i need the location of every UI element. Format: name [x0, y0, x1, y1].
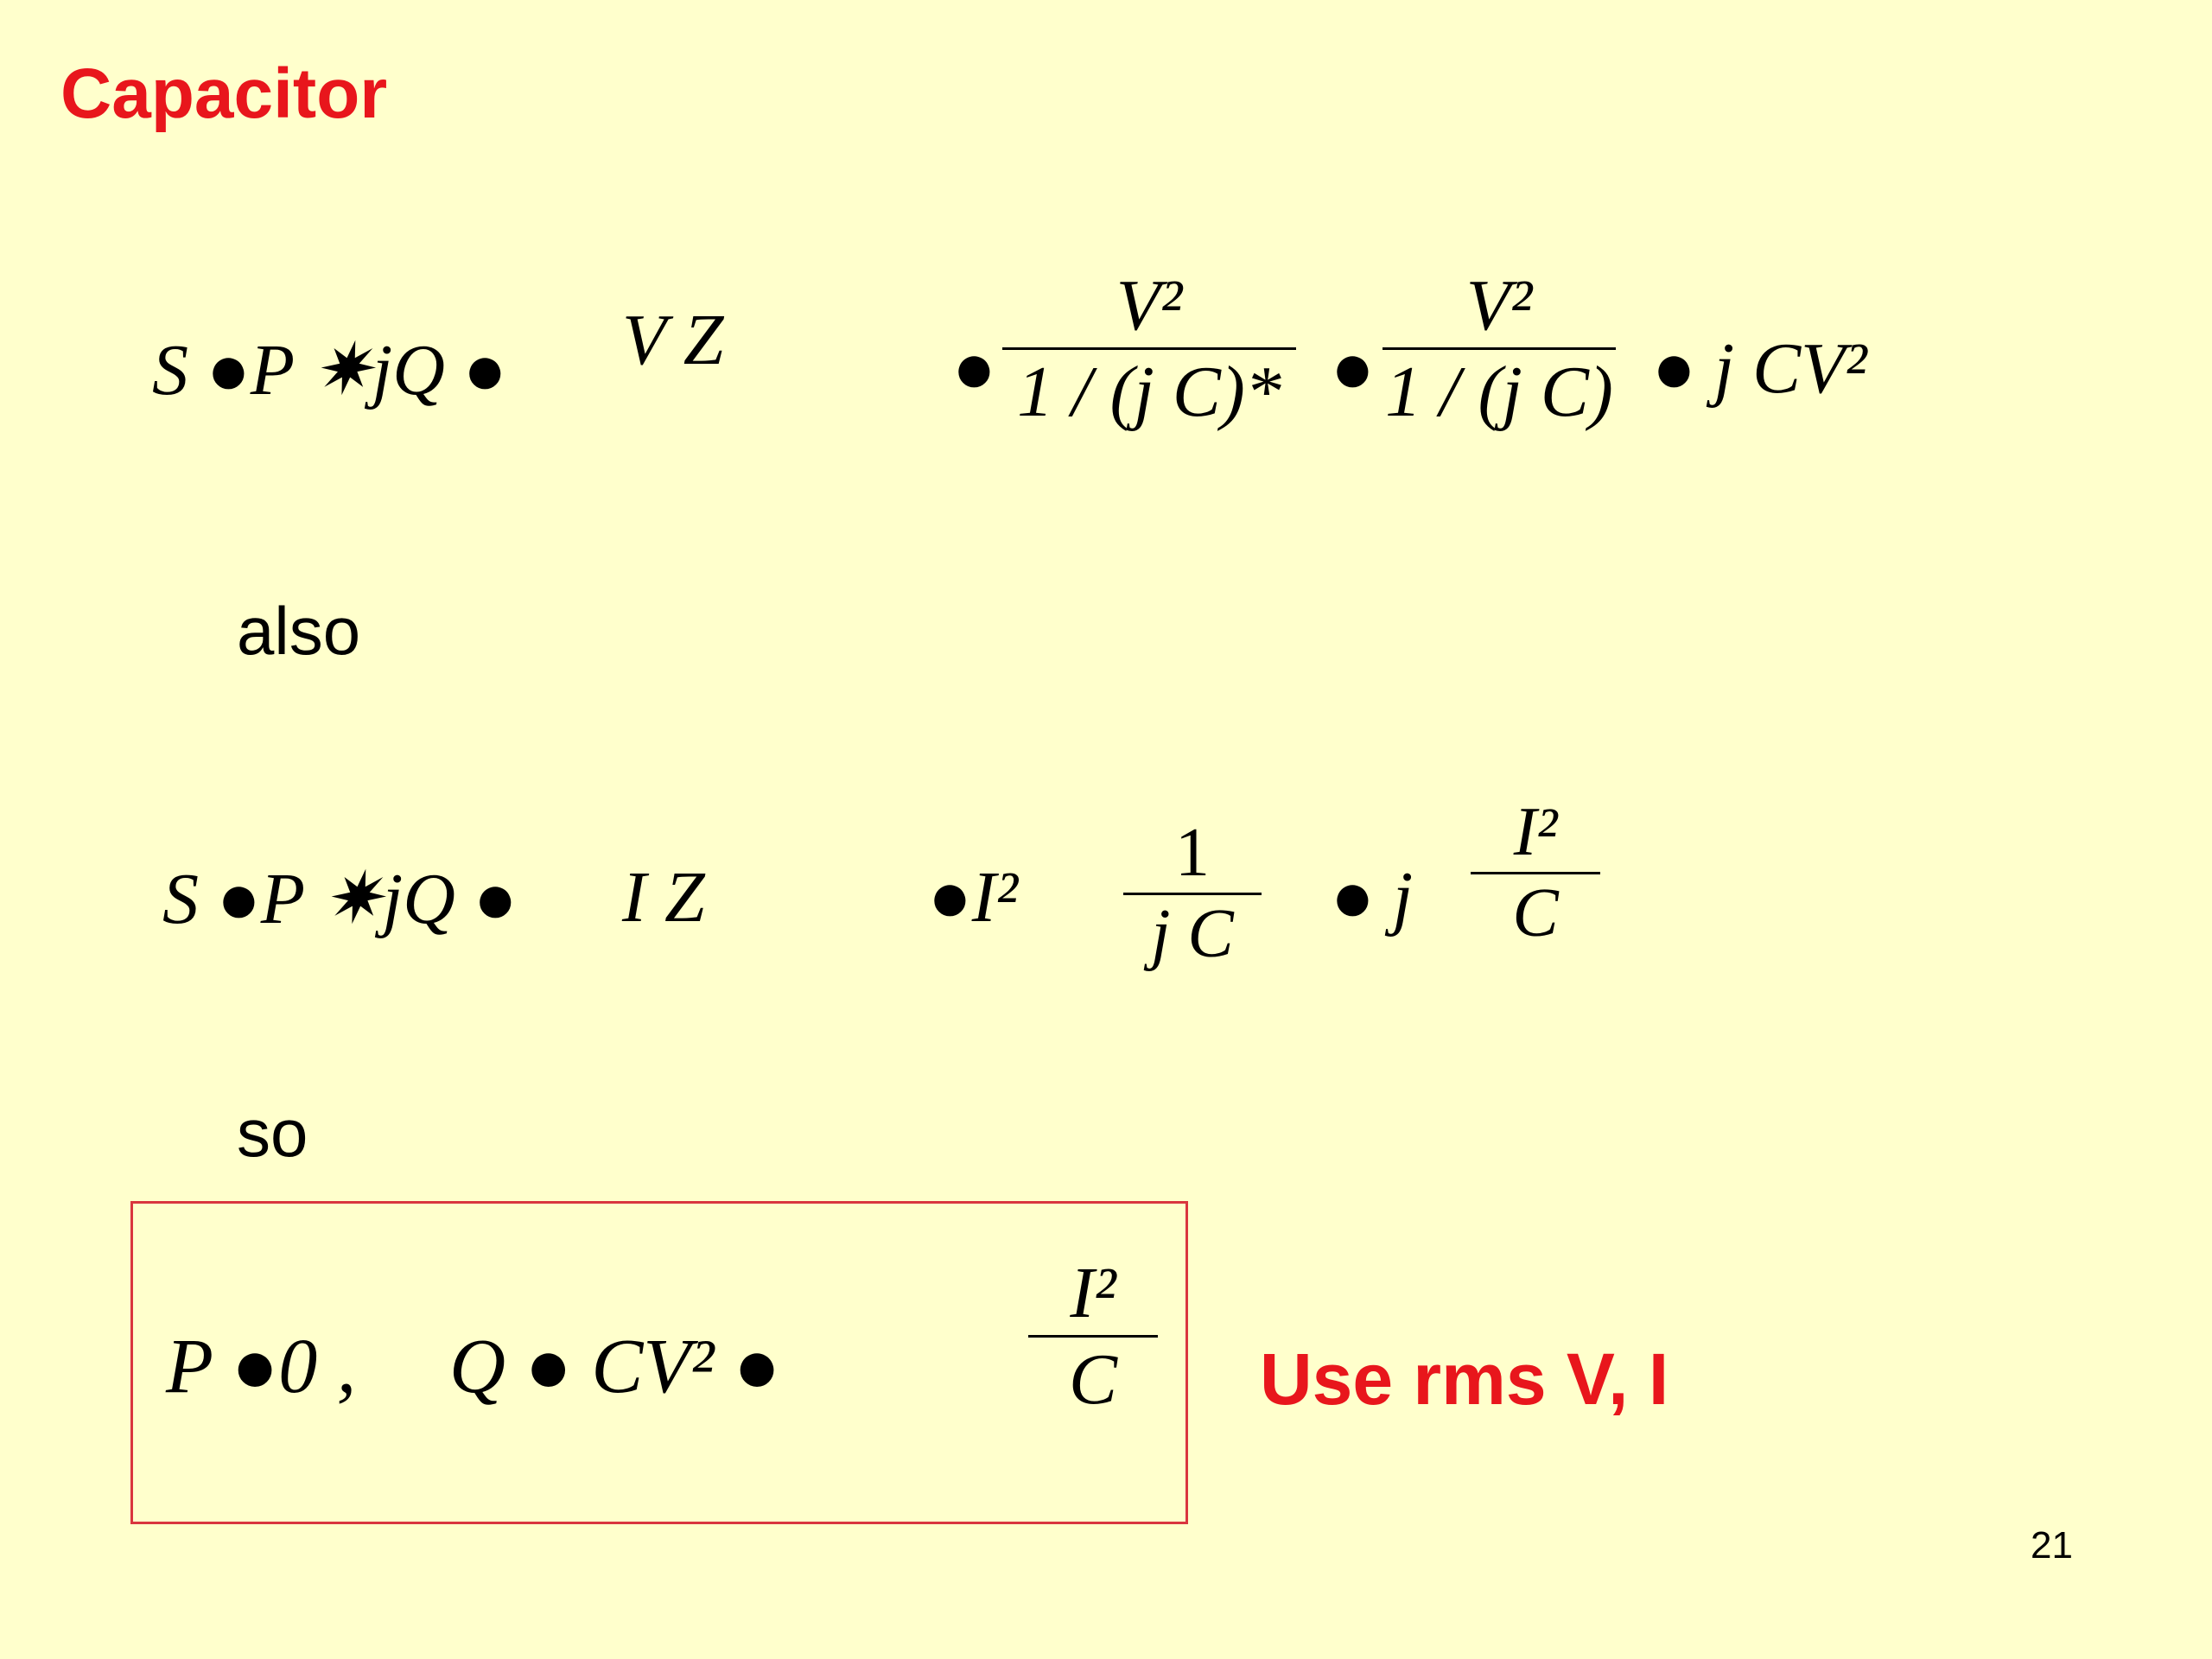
- result-q: Q ● CV² ●: [449, 1324, 781, 1409]
- page-number: 21: [2031, 1524, 2073, 1567]
- text-also: also: [237, 593, 361, 669]
- equation-1-frac-1-num: V²: [1116, 265, 1183, 346]
- fraction-bar: [1002, 347, 1296, 350]
- fraction-bar: [1382, 347, 1616, 350]
- equation-2-term: ●I²: [928, 857, 1018, 938]
- equation-2-frac-num: 1: [1175, 815, 1210, 891]
- equation-2-rhs-den: C: [1512, 875, 1559, 951]
- rms-note: Use rms V, I: [1260, 1338, 1669, 1420]
- fraction-bar: [1123, 893, 1262, 895]
- text-so: so: [237, 1095, 308, 1171]
- equation-1-bullet-2: ●: [1331, 328, 1375, 409]
- equation-1-frac-1: V² 1 / (j C)*: [1002, 264, 1296, 434]
- equation-2-lhs: S ●P ✷jQ ●: [162, 859, 518, 939]
- equation-1-frac-1-den: 1 / (j C)*: [1017, 352, 1281, 432]
- equation-2-rhs-num: I²: [1513, 794, 1558, 870]
- result-frac: I² C: [1028, 1251, 1158, 1421]
- equation-1-frac-2-den: 1 / (j C): [1385, 352, 1613, 432]
- equation-2-bullet: ● j: [1331, 857, 1414, 938]
- result-frac-num: I²: [1070, 1253, 1116, 1333]
- equation-1-lhs: S ●P ✷jQ ●: [152, 330, 507, 410]
- equation-1-bullet: ●: [952, 328, 996, 409]
- equation-1-mid: V Z: [622, 300, 724, 380]
- slide-title: Capacitor: [60, 54, 388, 133]
- equation-2-frac-den: j C: [1151, 896, 1234, 972]
- fraction-bar: [1471, 872, 1600, 874]
- equation-1-rhs: ● j CV²: [1652, 328, 1867, 409]
- equation-2-mid: I Z: [622, 857, 705, 938]
- equation-2-rhs-frac: I² C: [1471, 793, 1600, 953]
- fraction-bar: [1028, 1335, 1158, 1338]
- equation-1-frac-2: V² 1 / (j C): [1382, 264, 1616, 434]
- equation-2-frac: 1 j C: [1123, 814, 1262, 974]
- equation-1-frac-2-num: V²: [1465, 265, 1533, 346]
- result-p: P ●0 ,: [166, 1324, 357, 1409]
- result-box: [130, 1201, 1188, 1524]
- result-frac-den: C: [1068, 1339, 1118, 1420]
